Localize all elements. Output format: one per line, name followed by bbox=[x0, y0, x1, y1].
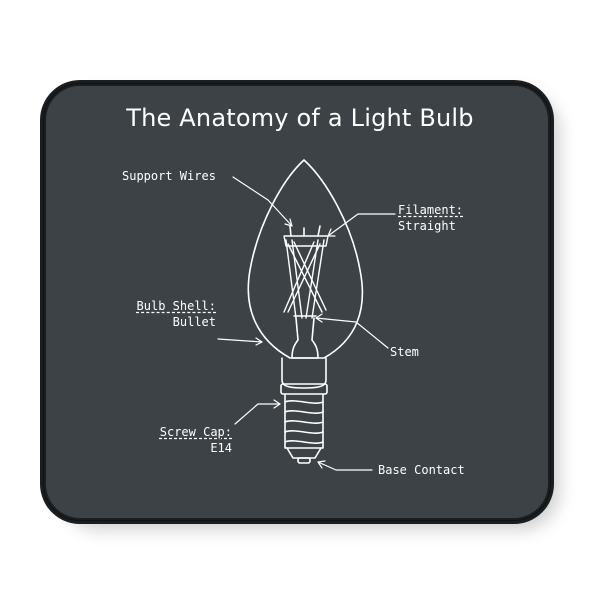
filament-shape bbox=[283, 235, 329, 319]
diagram-title: The Anatomy of a Light Bulb bbox=[126, 104, 474, 132]
leader-base-contact bbox=[317, 461, 373, 471]
label-filament-heading: Filament: bbox=[398, 203, 464, 217]
leader-support-wires bbox=[232, 176, 293, 227]
leader-filament bbox=[327, 213, 396, 237]
label-screw-cap-heading: Screw Cap: bbox=[159, 425, 232, 439]
leader-lines bbox=[217, 176, 396, 471]
label-base-contact: Base Contact bbox=[378, 463, 465, 477]
mousepad bbox=[40, 80, 554, 524]
label-screw-cap-value: E14 bbox=[210, 441, 232, 455]
label-filament-value: Straight bbox=[398, 219, 456, 233]
leader-stem bbox=[315, 317, 389, 349]
label-screw-cap: Screw Cap: E14 bbox=[140, 424, 232, 456]
leader-screw-cap bbox=[234, 403, 281, 425]
screw-cap-shape bbox=[280, 383, 328, 464]
label-stem: Stem bbox=[390, 345, 419, 359]
label-bulb-shell-value: Bullet bbox=[172, 315, 216, 329]
stem-shape bbox=[291, 317, 319, 359]
label-bulb-shell: Bulb Shell: Bullet bbox=[118, 298, 216, 330]
label-bulb-shell-heading: Bulb Shell: bbox=[136, 299, 216, 313]
support-wires-shape bbox=[289, 225, 321, 237]
label-filament: Filament: Straight bbox=[398, 202, 463, 234]
bulb-glass-outline bbox=[247, 159, 364, 359]
leader-bulb-shell bbox=[217, 338, 263, 343]
mousepad-surface bbox=[46, 86, 548, 518]
label-support-wires: Support Wires bbox=[122, 169, 216, 183]
